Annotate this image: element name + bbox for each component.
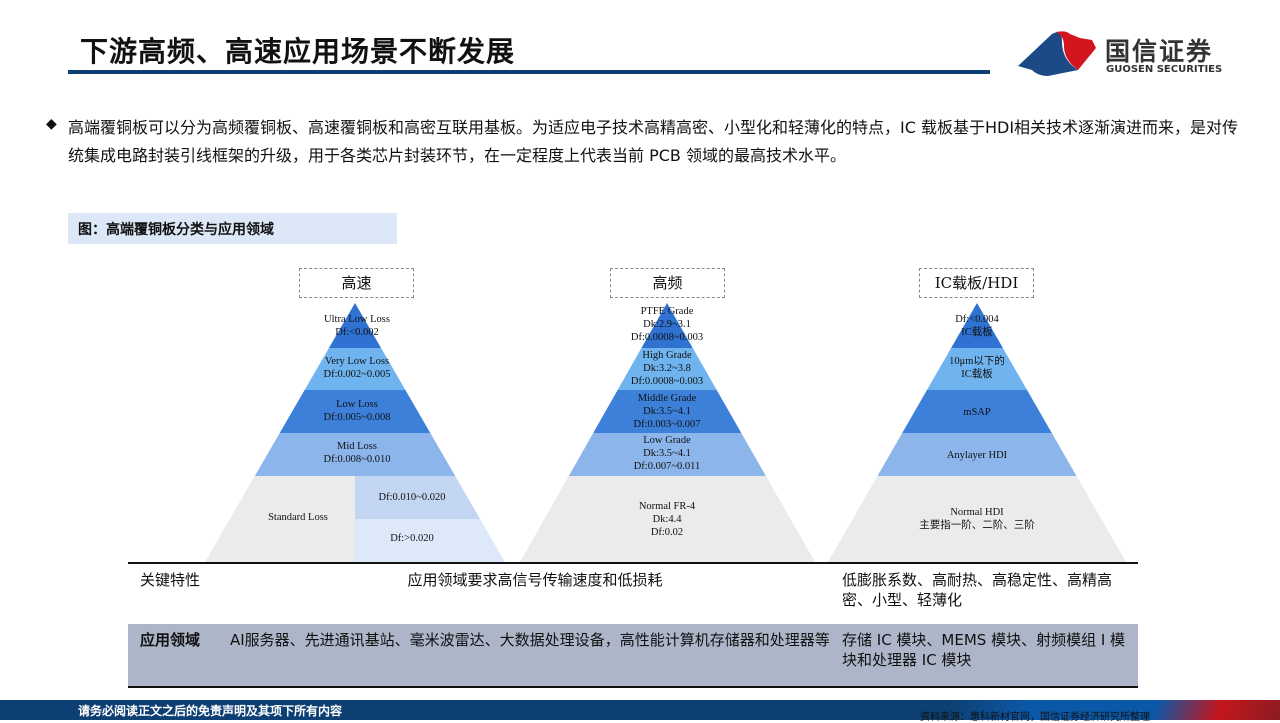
level: Middle Grade Dk:3.5~4.1 Df:0.003~0.007 bbox=[633, 393, 701, 430]
level: Ultra Low Loss Df:<0.002 bbox=[277, 313, 437, 339]
level-text: Mid Loss Df:0.008~0.010 bbox=[323, 441, 391, 465]
level: Low Grade Dk:3.5~4.1 Df:0.007~0.011 bbox=[633, 435, 701, 472]
level: Mid Loss Df:0.008~0.010 bbox=[277, 440, 437, 466]
logo-text-cn: 国信证券 bbox=[1105, 37, 1214, 66]
bullet-diamond-icon: ◆ bbox=[46, 116, 57, 132]
row-label: 应用领域 bbox=[140, 631, 201, 649]
pyramid-title-high-frequency: 高频 bbox=[610, 268, 725, 298]
page-title: 下游高频、高速应用场景不断发展 bbox=[80, 35, 516, 68]
cell: 应用领域要求高信号传输速度和低损耗 bbox=[407, 571, 663, 589]
level-base-right: Df:>0.020 bbox=[390, 533, 434, 544]
title-underline bbox=[68, 70, 990, 74]
intro-paragraph: 高端覆铜板可以分为高频覆铜板、高速覆铜板和高密互联用基板。为适应电子技术高精高密… bbox=[68, 118, 1239, 165]
level: Df:<0.004 IC载板 bbox=[955, 314, 999, 338]
level-text: Low Loss Df:0.005~0.008 bbox=[323, 399, 391, 423]
comparison-table: 关键特性 应用领域要求高信号传输速度和低损耗 低膨胀系数、高耐热、高稳定性、高精… bbox=[128, 562, 1138, 688]
figure-caption: 图：高端覆铜板分类与应用领域 bbox=[68, 213, 397, 244]
level: mSAP bbox=[963, 407, 991, 418]
cell: AI服务器、先进通讯基站、毫米波雷达、大数据处理设备，高性能计算机存储器和处理器… bbox=[230, 631, 830, 649]
cell: 低膨胀系数、高耐热、高稳定性、高精高密、小型、轻薄化 bbox=[842, 571, 1113, 609]
level-text: Very Low Loss Df:0.002~0.005 bbox=[323, 356, 391, 380]
pyramid-high-speed bbox=[205, 303, 505, 562]
level-text: Ultra Low Loss Df:<0.002 bbox=[324, 314, 390, 338]
pyramid-title-high-speed: 高速 bbox=[299, 268, 414, 298]
footer-bar bbox=[0, 700, 1280, 720]
level-base-left: Standard Loss bbox=[268, 512, 328, 523]
pyramid-title-ic-hdi: IC载板/HDI bbox=[919, 268, 1034, 298]
level-base: Normal FR-4 Dk:4.4 Df:0.02 bbox=[638, 501, 696, 538]
table-row: 关键特性 应用领域要求高信号传输速度和低损耗 低膨胀系数、高耐热、高稳定性、高精… bbox=[128, 564, 1138, 624]
level: Anylayer HDI bbox=[946, 450, 1008, 461]
level: PTFE Grade Dk:2.9~3.1 Df:0.0008~0.003 bbox=[630, 306, 704, 343]
level-base-right: Df:0.010~0.020 bbox=[378, 492, 446, 503]
level: Low Loss Df:0.005~0.008 bbox=[277, 398, 437, 424]
guosen-logo-icon bbox=[1018, 31, 1096, 76]
level-base: Normal HDI 主要指一阶、二阶、三阶 bbox=[919, 507, 1035, 531]
disclaimer-text: 请务必阅读正文之后的免责声明及其项下所有内容 bbox=[78, 704, 343, 718]
table-row: 应用领域 AI服务器、先进通讯基站、毫米波雷达、大数据处理设备，高性能计算机存储… bbox=[128, 624, 1138, 686]
level: Very Low Loss Df:0.002~0.005 bbox=[277, 355, 437, 381]
level: 10μm以下的 IC载板 bbox=[949, 356, 1005, 380]
cell: 存储 IC 模块、MEMS 模块、射频模组 I 模块和处理器 IC 模块 bbox=[842, 631, 1126, 669]
source-note: 资料来源：惠科新材官网，国信证券经济研究所整理 bbox=[920, 712, 1150, 723]
row-label: 关键特性 bbox=[140, 571, 201, 589]
logo-text-en: GUOSEN SECURITIES bbox=[1106, 64, 1223, 75]
level: High Grade Dk:3.2~3.8 Df:0.0008~0.003 bbox=[630, 350, 704, 387]
